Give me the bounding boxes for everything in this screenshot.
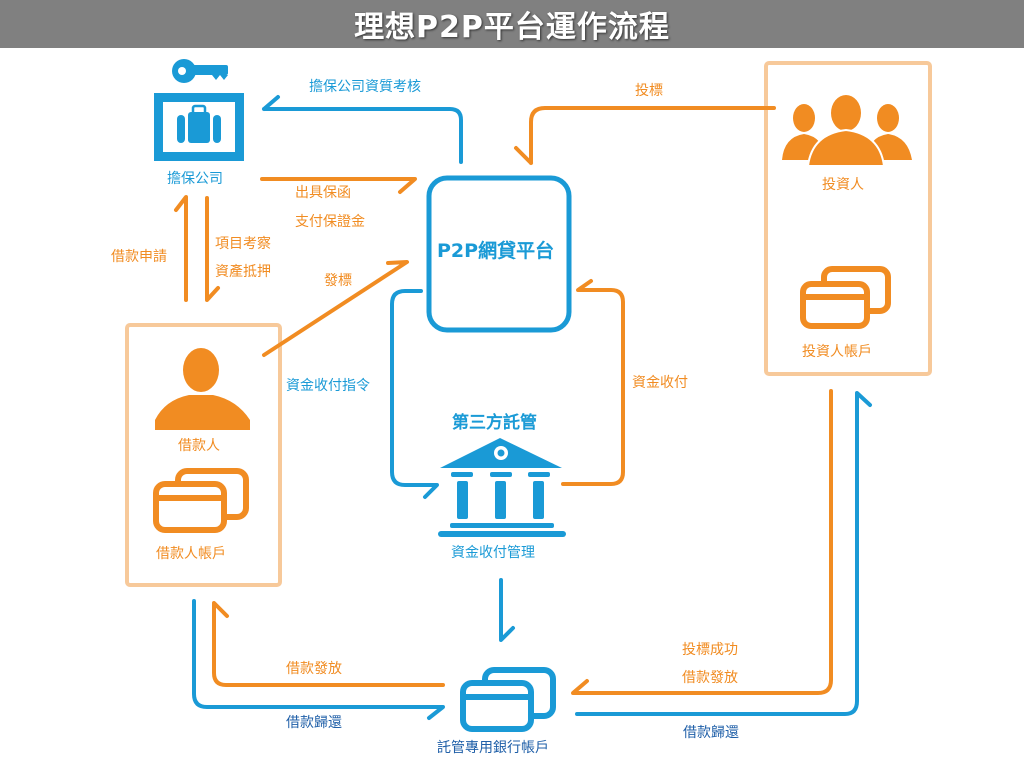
edge-project-review-1: 項目考察 <box>215 236 271 252</box>
arrow-bid <box>514 106 776 165</box>
edge-guarantee-2: 支付保證金 <box>295 214 365 230</box>
arrow-payment-instruction <box>390 289 439 499</box>
arrow-guarantor-review <box>262 95 463 164</box>
investor-group-box <box>764 61 932 376</box>
edge-fund-collection: 資金收付 <box>632 375 688 391</box>
investor-card-icon <box>800 266 891 329</box>
borrower-account-label: 借款人帳戶 <box>156 546 226 562</box>
guarantor-label: 擔保公司 <box>167 171 223 187</box>
arrow-loan-repayment-right <box>575 391 872 716</box>
custodian-label: 資金收付管理 <box>451 545 535 561</box>
edge-loan-repayment-right: 借款歸還 <box>683 725 739 741</box>
edge-loan-application: 借款申請 <box>111 249 167 265</box>
platform-box <box>426 175 572 333</box>
edge-bid-success-2: 借款發放 <box>682 670 738 686</box>
key-icon <box>172 59 228 83</box>
bank-icon <box>438 438 566 537</box>
briefcase-icon <box>154 93 244 161</box>
edge-bid: 投標 <box>635 83 663 99</box>
page-title: 理想P2P平台運作流程 <box>354 10 670 45</box>
arrow-guarantee <box>260 177 417 194</box>
arrow-custodian-escrow <box>499 578 515 642</box>
edge-issue-bid: 發標 <box>324 273 352 289</box>
borrower-group-box <box>125 323 282 587</box>
arrow-fund-collection <box>561 279 625 486</box>
edge-guarantor-review: 擔保公司資質考核 <box>309 79 421 95</box>
edge-project-review-2: 資產抵押 <box>215 264 271 280</box>
title-bar: 理想P2P平台運作流程 <box>0 0 1024 48</box>
arrow-loan-repayment-left <box>192 599 445 720</box>
borrower-label: 借款人 <box>178 438 220 454</box>
custodian-title: 第三方託管 <box>452 413 537 433</box>
investor-account-label: 投資人帳戶 <box>802 344 872 360</box>
arrow-loan-application <box>174 195 188 302</box>
arrow-issue-bid <box>262 260 409 357</box>
escrow-card-icon <box>460 667 556 732</box>
group-icon <box>782 95 912 167</box>
borrower-card-icon <box>153 468 249 533</box>
arrow-loan-disbursement <box>212 601 445 687</box>
platform-label: P2P網貸平台 <box>437 240 555 262</box>
arrow-bid-success <box>571 389 833 695</box>
edge-loan-repayment-left: 借款歸還 <box>286 715 342 731</box>
edge-loan-disbursement: 借款發放 <box>286 661 342 677</box>
escrow-account-label: 託管專用銀行帳戶 <box>437 740 549 756</box>
edge-payment-instruction: 資金收付指令 <box>286 378 370 394</box>
person-icon <box>155 348 250 430</box>
edge-guarantee-1: 出具保函 <box>295 185 351 201</box>
investor-label: 投資人 <box>822 177 864 193</box>
arrow-project-review <box>205 196 220 302</box>
edge-bid-success-1: 投標成功 <box>682 642 738 658</box>
